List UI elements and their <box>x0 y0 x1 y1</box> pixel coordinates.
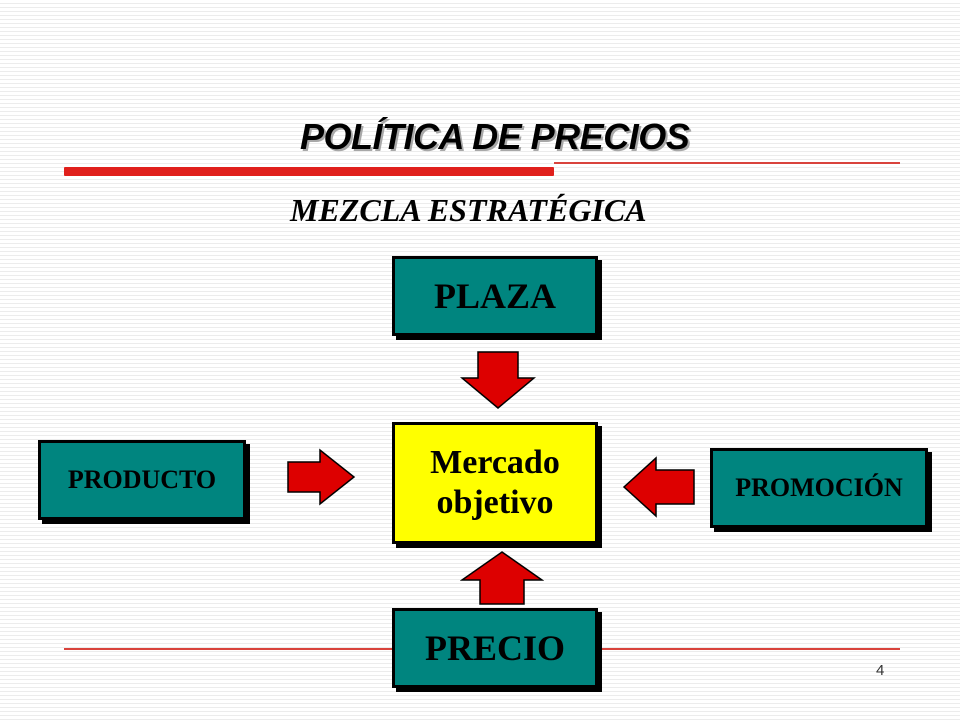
producto-box: PRODUCTO <box>38 440 246 520</box>
header-rule-thin <box>554 162 900 164</box>
promocion-label: PROMOCIÓN <box>735 473 903 502</box>
arrow-right-icon <box>287 448 356 506</box>
slide-title: POLÍTICA DE PRECIOS <box>300 116 690 157</box>
target-market-box: Mercado objetivo <box>392 422 598 544</box>
arrow-down-icon <box>460 351 536 409</box>
slide-subtitle: MEZCLA ESTRATÉGICA <box>290 192 647 228</box>
target-market-label-line1: Mercado <box>430 444 560 481</box>
precio-box: PRECIO <box>392 608 598 688</box>
target-market-label-line2: objetivo <box>436 484 554 521</box>
plaza-box: PLAZA <box>392 256 598 336</box>
arrow-left-icon <box>622 456 695 518</box>
producto-label: PRODUCTO <box>67 465 217 494</box>
promocion-box: PROMOCIÓN <box>710 448 928 528</box>
arrow-up-icon <box>460 551 544 605</box>
plaza-label: PLAZA <box>433 276 556 316</box>
precio-label: PRECIO <box>424 628 565 668</box>
page-number: 4 <box>876 662 885 679</box>
header-rule-thick <box>64 167 554 176</box>
